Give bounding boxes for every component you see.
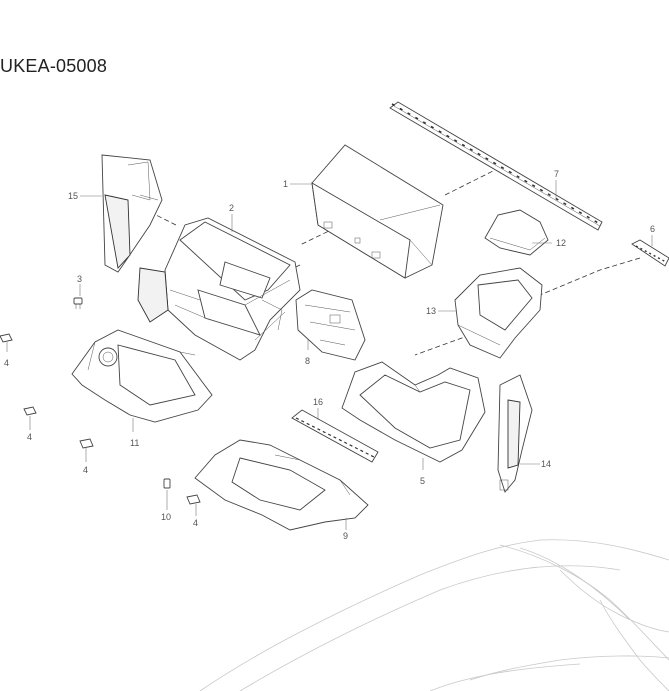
- callout-9: 9: [343, 531, 348, 541]
- part-1-glovebox-lid: [311, 144, 444, 279]
- part-7-upper-trim-strip: [389, 101, 603, 231]
- part-6-end-trim: [631, 239, 669, 267]
- callout-2: 2: [229, 203, 234, 213]
- callout-10: 10: [161, 512, 171, 522]
- part-8-mounting-bracket: [295, 289, 366, 361]
- part-9-lower-floor-tray: [194, 439, 369, 531]
- part-3-bolt: [73, 297, 83, 309]
- callout-4: 4: [83, 465, 88, 475]
- callout-6: 6: [650, 224, 655, 234]
- leader-lines: [6, 180, 653, 530]
- part-10-clip: [163, 478, 171, 489]
- callout-5: 5: [420, 476, 425, 486]
- callout-4: 4: [193, 518, 198, 528]
- part-11-lower-left-tray: [71, 329, 213, 423]
- callout-12: 12: [556, 238, 566, 248]
- callout-15: 15: [68, 191, 78, 201]
- callout-7: 7: [554, 169, 559, 179]
- callout-14: 14: [541, 459, 551, 469]
- diagram-title: UKEA-05008: [0, 56, 108, 76]
- part-2-dashboard-frame: [137, 217, 301, 361]
- part-14-right-side-panel: [497, 374, 533, 493]
- part-16-bar-bracket: [291, 409, 379, 463]
- part-4-pads: [0, 333, 201, 505]
- callout-8: 8: [305, 356, 310, 366]
- callout-numbers: 1 2 3 4 4 4 4 5 6 7 8 9 10 11 12 13 14 1…: [4, 169, 655, 541]
- part-13-knee-bolster: [454, 267, 543, 359]
- vehicle-ghost-outline: [199, 539, 669, 691]
- callout-3: 3: [77, 274, 82, 284]
- callout-4: 4: [4, 358, 9, 368]
- callout-16: 16: [313, 397, 323, 407]
- part-12-curved-cover: [484, 209, 549, 256]
- part-15-left-side-panel: [101, 154, 163, 273]
- callout-11: 11: [130, 438, 139, 448]
- callout-4: 4: [27, 432, 32, 442]
- callout-1: 1: [283, 179, 288, 189]
- part-5-center-lower-panel: [341, 361, 486, 463]
- callout-13: 13: [426, 306, 436, 316]
